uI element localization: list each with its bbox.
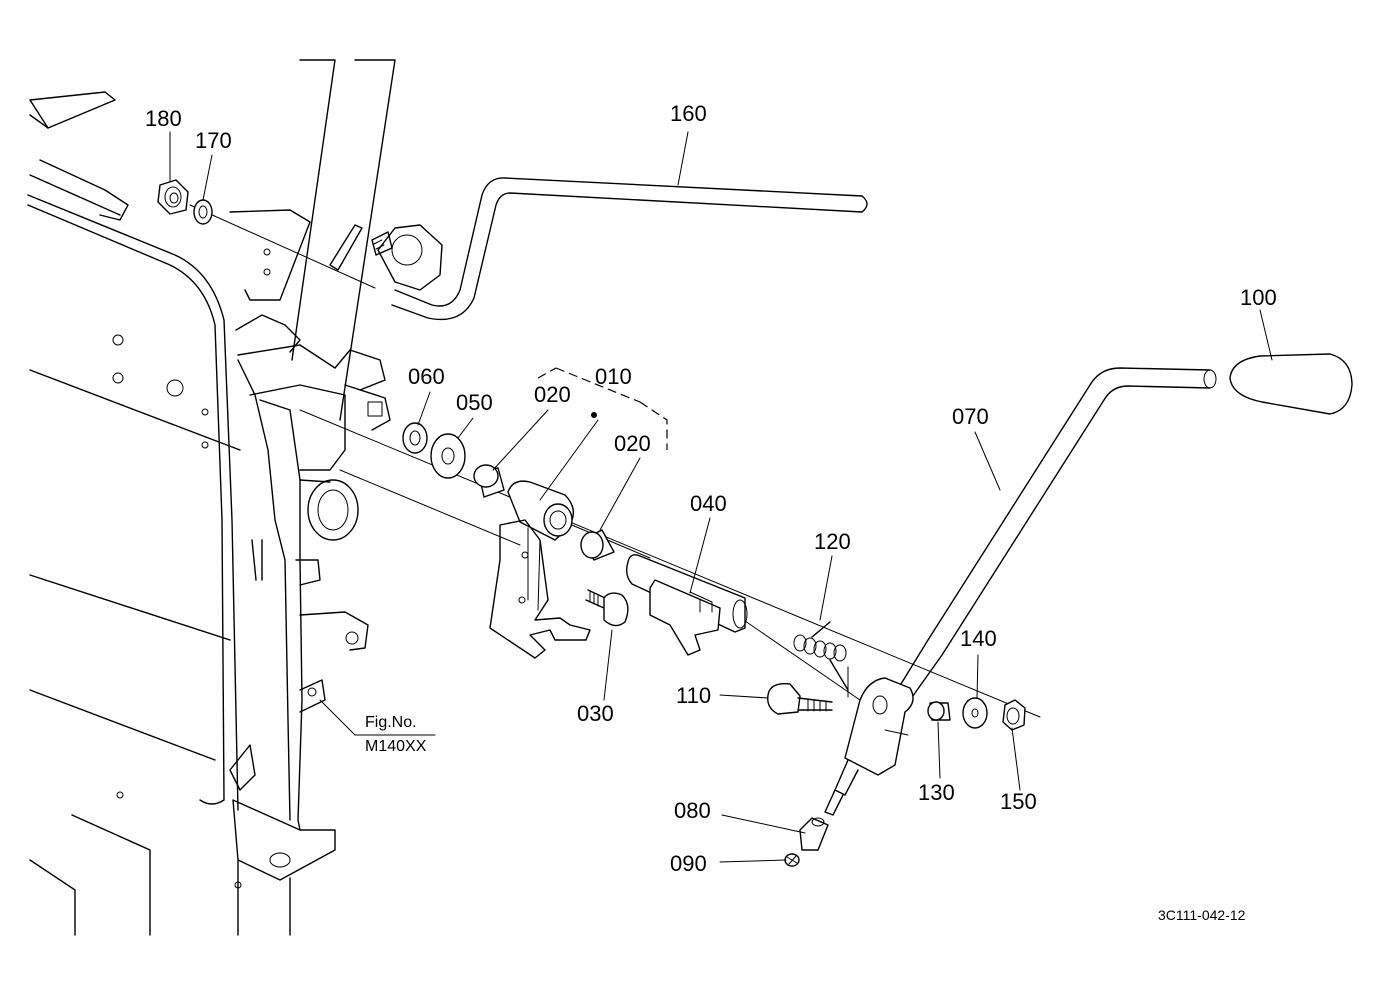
- part-030-bolt: [585, 589, 629, 627]
- part-140-washer: [962, 697, 988, 729]
- part-110-pin: [767, 683, 833, 715]
- label-130: 130: [918, 780, 955, 805]
- label-050: 050: [456, 390, 493, 415]
- part-040-shaft: [625, 554, 748, 656]
- assembly-centerlines: [189, 204, 1041, 718]
- part-090-screw: [784, 853, 800, 867]
- label-080: 080: [674, 798, 711, 823]
- label-070: 070: [952, 404, 989, 429]
- part-070-lever: [824, 367, 1217, 816]
- label-010: 010: [595, 364, 632, 389]
- part-130-collar: [927, 701, 951, 721]
- label-170: 170: [195, 128, 232, 153]
- label-040: 040: [690, 491, 727, 516]
- label-030: 030: [577, 701, 614, 726]
- label-020-a: 020: [534, 382, 571, 407]
- label-120: 120: [814, 529, 851, 554]
- label-060: 060: [408, 364, 445, 389]
- figure-reference: Fig.No. M140XX: [365, 714, 427, 755]
- label-110: 110: [676, 683, 711, 708]
- label-090: 090: [670, 851, 707, 876]
- label-180: 180: [145, 106, 182, 131]
- tractor-frame: [27, 59, 396, 936]
- label-160: 160: [670, 101, 707, 126]
- part-010-arm: [489, 412, 597, 659]
- part-060-ring: [402, 422, 428, 454]
- fig-ref-line2: M140XX: [365, 738, 427, 755]
- drawing-code: 3C111-042-12: [1158, 907, 1246, 923]
- label-140: 140: [960, 626, 997, 651]
- part-150-nut: [1002, 699, 1026, 731]
- part-180-nut: [157, 179, 189, 215]
- part-100-knob: [1229, 353, 1353, 415]
- part-120-spring: [793, 621, 849, 691]
- label-150: 150: [1000, 789, 1037, 814]
- fig-ref-line1: Fig.No.: [365, 714, 417, 731]
- part-160-rod: [371, 177, 868, 321]
- part-080-coupling: [799, 817, 829, 851]
- label-020-b: 020: [614, 431, 651, 456]
- part-labels: 180 170 160 100 060 050 020 010 020 070 …: [145, 101, 1277, 876]
- part-170-washer: [193, 199, 213, 225]
- label-100: 100: [1240, 285, 1277, 310]
- part-020-bushing-a: [473, 464, 505, 498]
- part-020-bushing-b: [580, 529, 615, 561]
- part-050-washer: [430, 433, 466, 479]
- leader-lines: [169, 131, 1273, 863]
